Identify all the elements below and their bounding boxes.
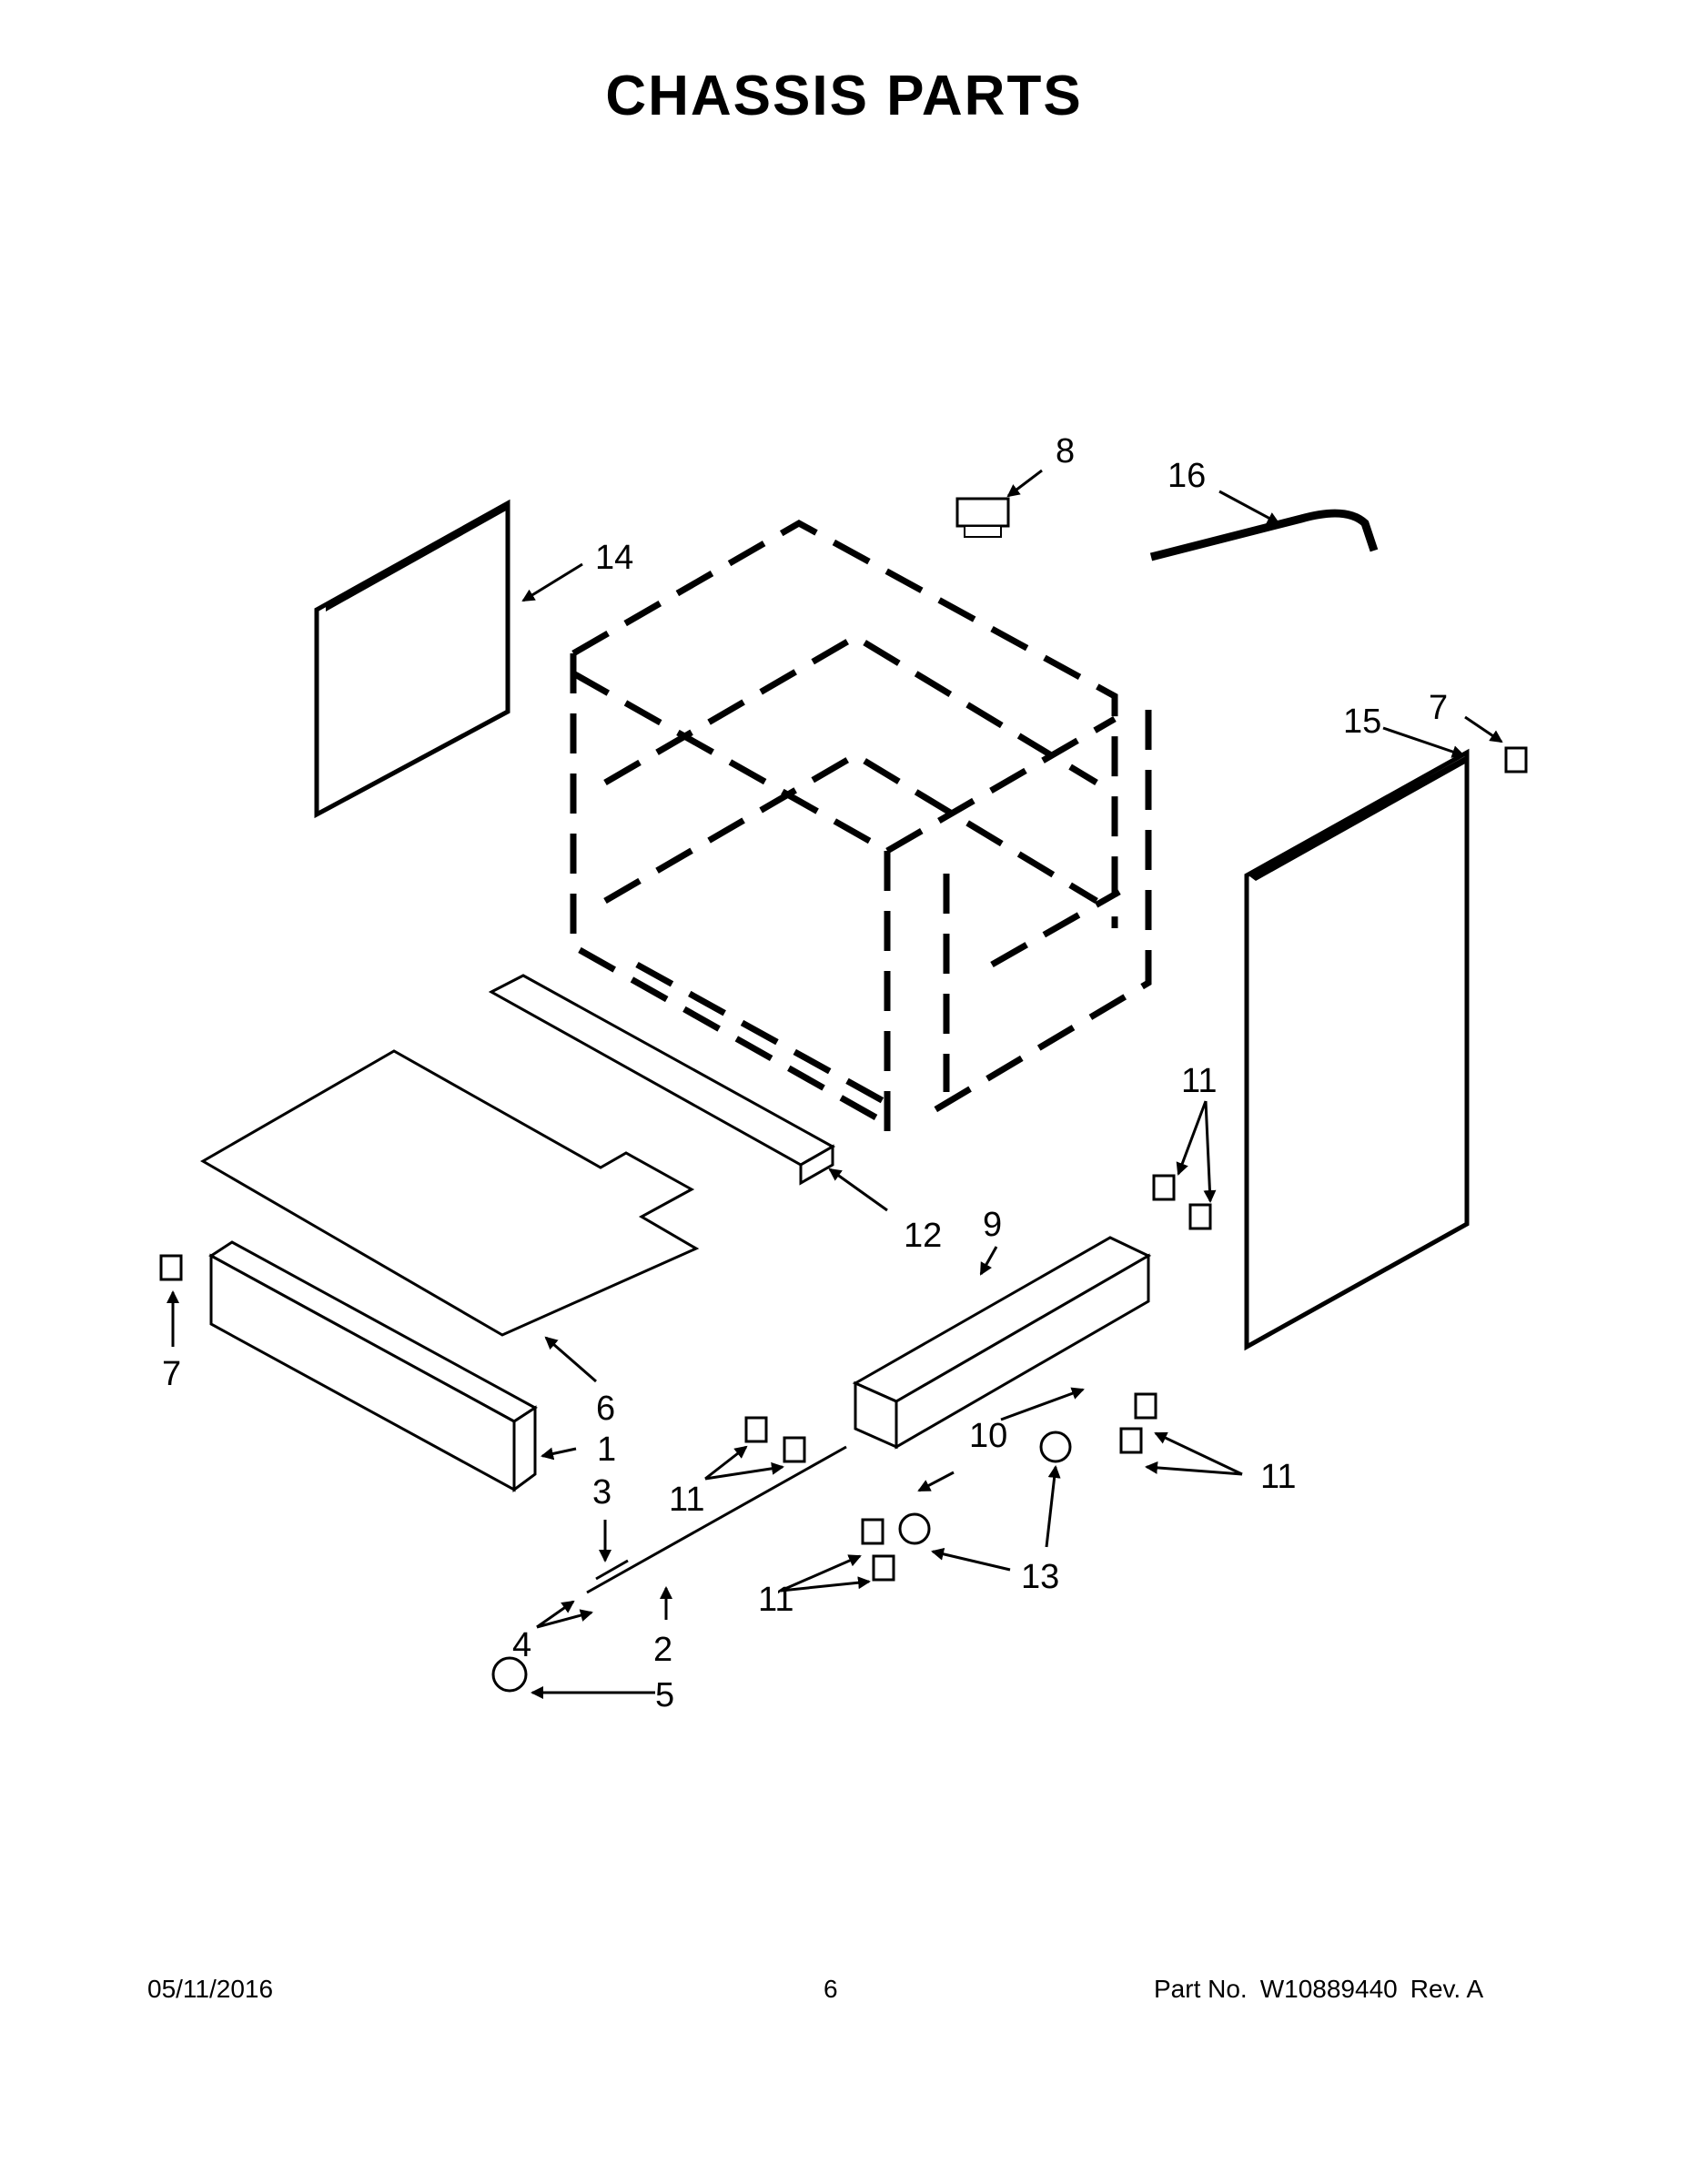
- part-13-leg: [898, 1512, 931, 1545]
- arrow-6: [544, 1336, 597, 1383]
- arrow-11d: [704, 1461, 784, 1481]
- callout-11d: 11: [758, 1581, 793, 1619]
- arrow-4b: [536, 1609, 593, 1629]
- arrow-11c: [704, 1445, 748, 1481]
- arrow-1: [541, 1447, 577, 1461]
- callout-11c: 11: [1260, 1458, 1296, 1496]
- arrow-13a: [931, 1547, 1011, 1572]
- arrow-12: [828, 1168, 888, 1212]
- callout-5: 5: [655, 1676, 674, 1714]
- oven-cavity-dashed: [570, 519, 1152, 1138]
- arrow-11f: [1145, 1461, 1243, 1476]
- part-number: W10889440: [1259, 1975, 1398, 2003]
- part-2-rod: [586, 1445, 847, 1594]
- arrow-10a: [917, 1471, 955, 1492]
- part-12-rail: [488, 974, 836, 1186]
- part-15-side-panel: [1244, 748, 1470, 1351]
- callout-16: 16: [1167, 457, 1206, 495]
- arrow-11b: [1203, 1100, 1217, 1203]
- callout-13: 13: [1021, 1558, 1059, 1596]
- arrow-11h: [780, 1576, 871, 1592]
- part-16-tube: [1149, 509, 1379, 561]
- callout-4: 4: [512, 1626, 531, 1664]
- callout-8: 8: [1056, 432, 1075, 470]
- callout-3: 3: [592, 1473, 612, 1512]
- footer-page-number: 6: [824, 1975, 838, 2003]
- callout-10: 10: [969, 1417, 1007, 1455]
- part-13-leg: [1039, 1431, 1072, 1463]
- callout-11a: 11: [1181, 1062, 1217, 1100]
- arrow-9: [979, 1246, 998, 1276]
- arrow-4a: [536, 1600, 575, 1629]
- callout-9: 9: [983, 1206, 1002, 1244]
- callout-1: 1: [597, 1431, 616, 1469]
- callout-15: 15: [1343, 703, 1381, 741]
- part-6-bottom-plate: [200, 1049, 700, 1337]
- callout-14: 14: [595, 539, 633, 577]
- callout-6: 6: [596, 1390, 615, 1428]
- part-8-bracket: [955, 497, 1010, 538]
- arrow-7b: [1464, 715, 1503, 743]
- arrow-16: [1218, 490, 1280, 525]
- page-title: CHASSIS PARTS: [605, 65, 1083, 127]
- screw-icon: [159, 746, 1528, 1582]
- arrow-14: [521, 562, 583, 602]
- part-14-side-panel: [314, 499, 510, 819]
- part-3-rod: [595, 1559, 629, 1581]
- part-9-base-bracket: [852, 1236, 1152, 1450]
- callout-11b: 11: [669, 1481, 704, 1519]
- arrow-11g: [780, 1554, 862, 1592]
- callout-2: 2: [653, 1631, 672, 1669]
- arrow-8: [1006, 469, 1043, 498]
- arrow-10b: [1000, 1387, 1085, 1421]
- arrow-15: [1382, 726, 1465, 758]
- callout-7a: 7: [162, 1355, 181, 1393]
- part-label: Part No.: [1154, 1975, 1248, 2003]
- revision: Rev. A: [1410, 1975, 1484, 2003]
- arrow-11e: [1154, 1431, 1243, 1476]
- footer-date: 05/11/2016: [147, 1975, 274, 2003]
- part-5-knob: [491, 1656, 528, 1693]
- part-1-kick-panel: [208, 1240, 538, 1492]
- callout-7b: 7: [1429, 689, 1448, 727]
- arrow-11a: [1176, 1100, 1208, 1176]
- callout-12: 12: [904, 1217, 942, 1255]
- footer-part-number: Part No. W10889440 Rev. A: [1154, 1975, 1496, 2004]
- arrow-13b: [1045, 1465, 1061, 1548]
